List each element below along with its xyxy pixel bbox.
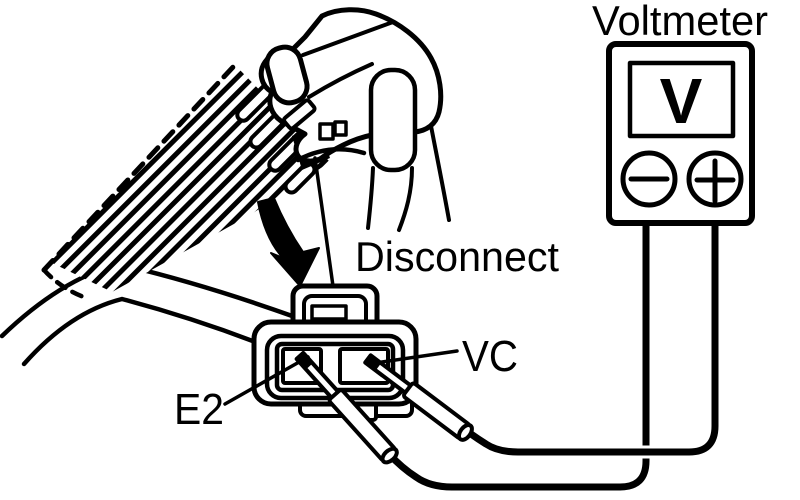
label-terminal-e2: E2 — [174, 385, 224, 434]
harness-latch-detail-1 — [318, 122, 335, 141]
sensor-dashed-edge — [41, 63, 237, 273]
plus-terminal-icon — [694, 158, 736, 204]
meter-wires — [385, 200, 722, 491]
harness-wire-loop — [264, 44, 310, 106]
leader-line-e2 — [223, 355, 310, 406]
voltmeter-display-unit: V — [660, 65, 703, 137]
harness-edge-to-connector — [313, 156, 335, 288]
positive-terminal — [686, 150, 744, 208]
lock-tab-latch — [310, 304, 348, 321]
test-probe-vc — [363, 353, 474, 442]
label-voltmeter: Voltmeter — [592, 0, 768, 44]
wire-positive — [467, 200, 719, 456]
harness-bottom-scoop — [295, 147, 367, 163]
harness-connector — [258, 7, 451, 288]
disconnect-arrow-icon — [257, 197, 320, 287]
sensor-hatch-fill — [50, 68, 330, 292]
probe-vc-tip — [363, 353, 382, 371]
harness-crease-top — [301, 20, 395, 57]
leader-line-vc — [373, 349, 459, 365]
harness-crease-mid — [307, 62, 374, 99]
voltmeter-display — [627, 60, 736, 139]
label-disconnect: Disconnect — [355, 233, 559, 280]
harness-clamp — [282, 98, 317, 131]
sensor-dashed-apex — [41, 267, 89, 301]
wire-negative — [385, 200, 650, 491]
harness-tube-right — [368, 67, 418, 173]
voltmeter: V — [606, 41, 755, 226]
test-probe-e2 — [294, 350, 399, 465]
negative-terminal — [620, 150, 678, 208]
harness-latch-detail-2 — [333, 120, 348, 137]
label-terminal-vc: VC — [462, 332, 518, 381]
